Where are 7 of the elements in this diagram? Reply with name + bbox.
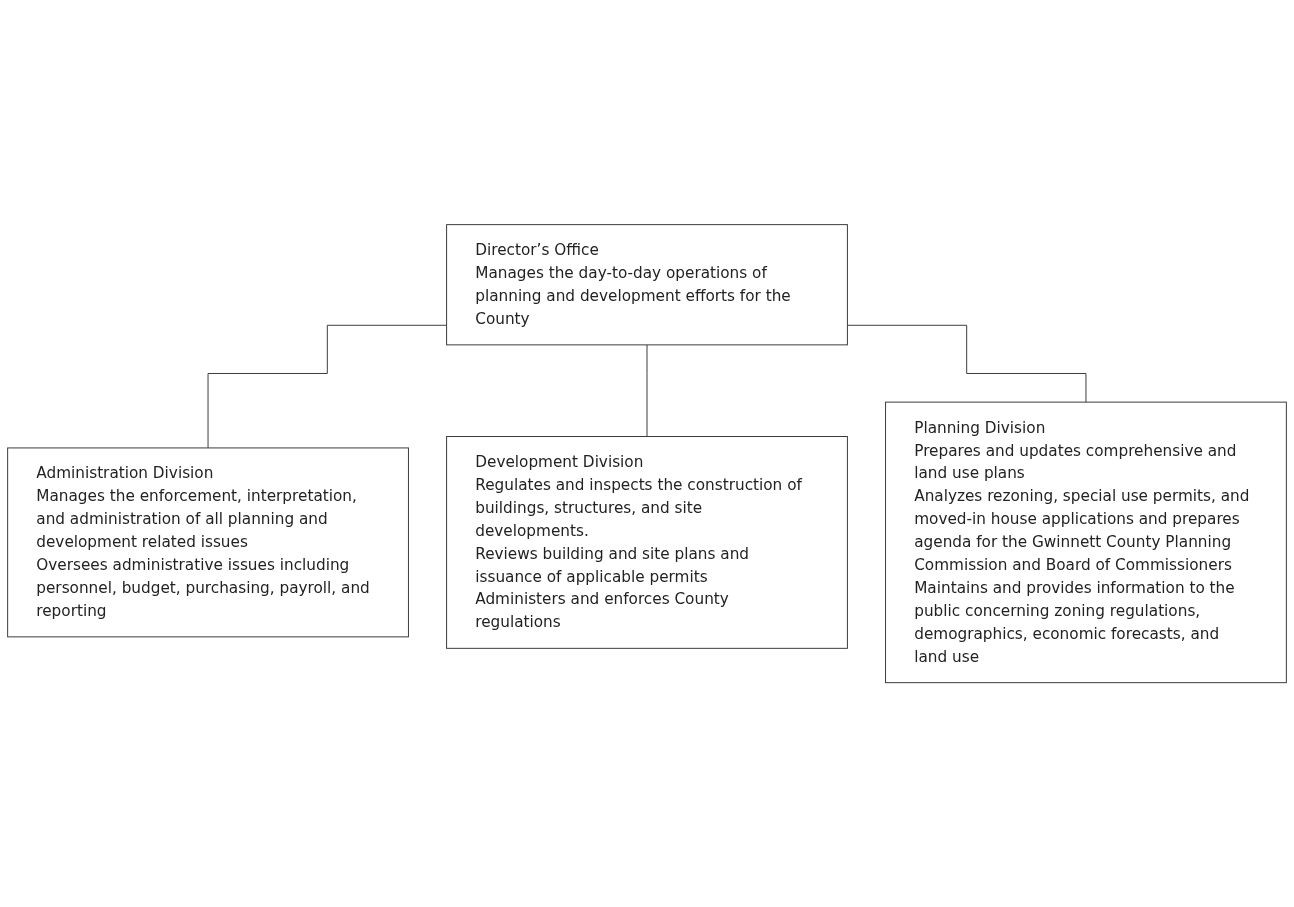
node-box: Development Division Regulates and inspects the construction of buildings, structures, and site developments. Reviews building and site plans and issuance of applicable permits Administers and enforces County regulations (446, 435, 848, 649)
connector (646, 344, 648, 437)
connector (207, 324, 448, 449)
node-box: Director’s Office Manages the day-to-day operations of planning and development efforts for the County (446, 224, 848, 346)
node-box: Administration Division Manages the enforcement, interpretation, and administration of all planning and development related issues Oversees administrative issues including personnel, budget, purchasing, payroll, and reporting (7, 447, 409, 638)
node-box: Planning Division Prepares and updates comprehensive and land use plans Analyzes rezoning, special use permits, and moved-in house applications and prepares agenda for the Gwinnett County Planning Commission and Board of Commissioners Maintains and provides information to the public concerning zoning regulations, demographics, economic forecasts, and land use (885, 401, 1287, 683)
connector (846, 324, 1087, 403)
